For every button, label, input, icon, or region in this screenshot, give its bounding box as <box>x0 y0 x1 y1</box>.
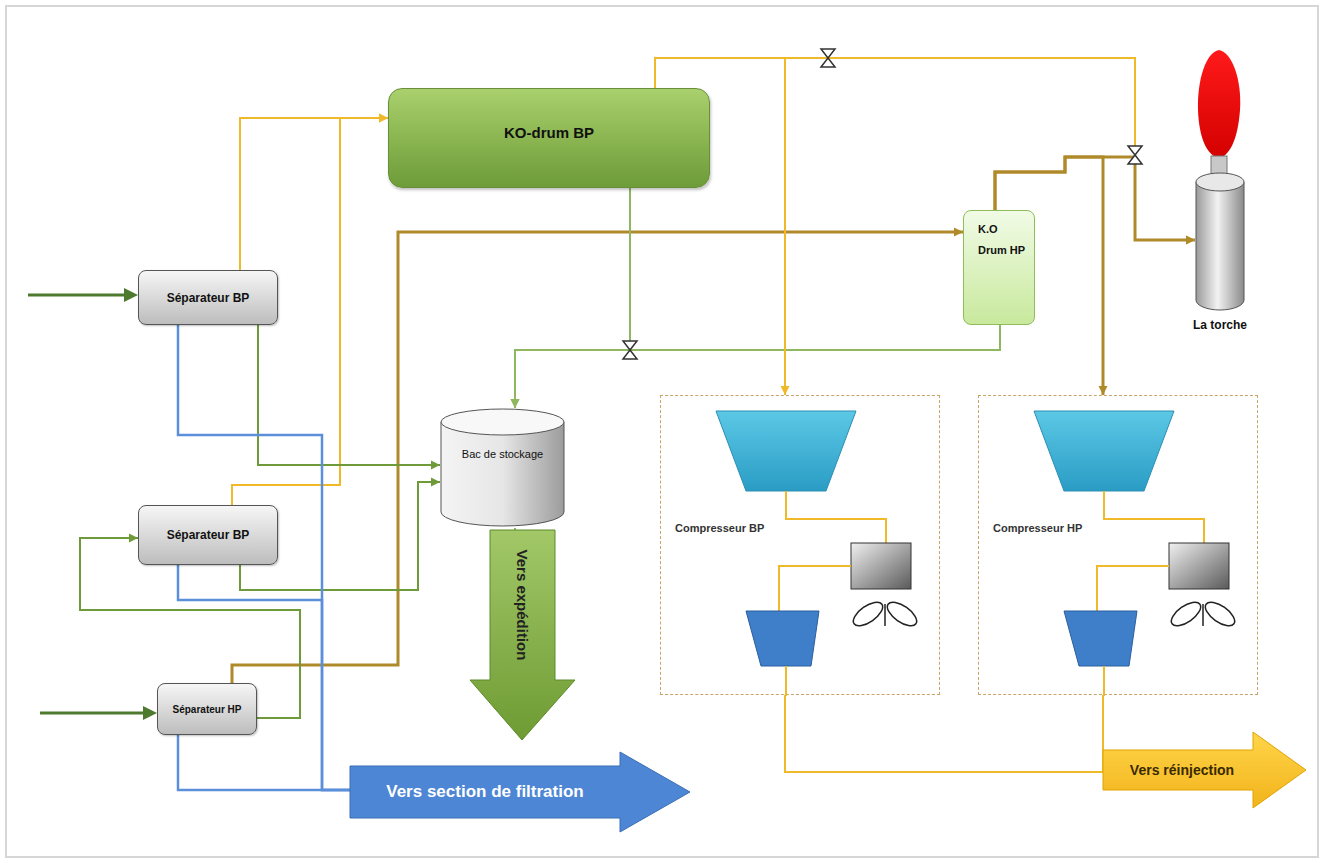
arrow-head <box>781 386 790 395</box>
node-label: Séparateur BP <box>167 528 250 542</box>
storage-tank: Bac de stockage <box>440 408 565 528</box>
flow-connector <box>178 565 350 790</box>
node-label: KO-drum BP <box>504 124 594 141</box>
flow-line <box>258 325 440 465</box>
flow-connector <box>232 228 963 684</box>
flow-line <box>178 735 350 790</box>
compressor-group: Compresseur BP <box>660 395 940 695</box>
node-label: Vers réinjection <box>1103 750 1261 790</box>
output-arrow: Vers réinjection <box>1103 730 1306 810</box>
flow-connector <box>240 114 388 271</box>
flow-connector <box>178 735 350 790</box>
arrow-head <box>1099 386 1108 395</box>
arrow-head <box>379 114 388 123</box>
arrow-head <box>431 461 440 470</box>
node-label: La torche <box>1165 318 1275 332</box>
arrow-head <box>954 228 963 237</box>
flare-stack: La torche <box>1195 172 1245 312</box>
node-label: K.O Drum HP <box>978 219 1028 261</box>
knockout-drum: KO-drum BP <box>388 88 710 188</box>
flow-line <box>232 232 963 683</box>
flare-cylinder <box>1195 172 1245 312</box>
arrow-head <box>129 534 138 543</box>
node-label: Bac de stockage <box>440 448 565 460</box>
feed-arrow <box>28 288 157 720</box>
arrow-head <box>379 114 388 123</box>
separator-box: Séparateur BP <box>138 505 278 565</box>
compressor-group: Compresseur HP <box>978 395 1258 695</box>
flow-line <box>785 695 1103 772</box>
separator-box: Séparateur BP <box>138 270 278 325</box>
arrow-head <box>1186 236 1195 245</box>
flare-flame <box>1198 50 1240 178</box>
node-label: Vers expédition <box>514 550 531 661</box>
node-label: Séparateur BP <box>167 291 250 305</box>
knockout-drum: K.O Drum HP <box>963 210 1035 325</box>
node-label: Compresseur BP <box>675 522 764 534</box>
flow-line <box>515 188 630 408</box>
arrow-head <box>1186 236 1195 245</box>
output-arrow: Vers section de filtration <box>350 752 690 832</box>
flow-line <box>178 565 350 790</box>
compressor-illustration <box>979 396 1259 696</box>
flow-line <box>655 58 1195 240</box>
node-label: Vers section de filtration <box>350 766 620 818</box>
separator-box: Séparateur HP <box>157 683 257 735</box>
flow-connector <box>258 325 440 470</box>
compressor-illustration <box>661 396 941 696</box>
arrow-head <box>431 478 440 487</box>
node-label: Compresseur HP <box>993 522 1082 534</box>
arrow-head <box>511 399 520 408</box>
flow-connector <box>785 695 1103 772</box>
frame <box>6 6 1318 857</box>
output-arrow: Vers expédition <box>470 530 575 740</box>
flow-line <box>240 118 388 270</box>
tank-shape <box>440 408 565 528</box>
flow-connector <box>655 58 1195 245</box>
node-label: Séparateur HP <box>173 704 242 715</box>
arrow-head <box>511 399 520 408</box>
flow-connector <box>511 188 631 408</box>
